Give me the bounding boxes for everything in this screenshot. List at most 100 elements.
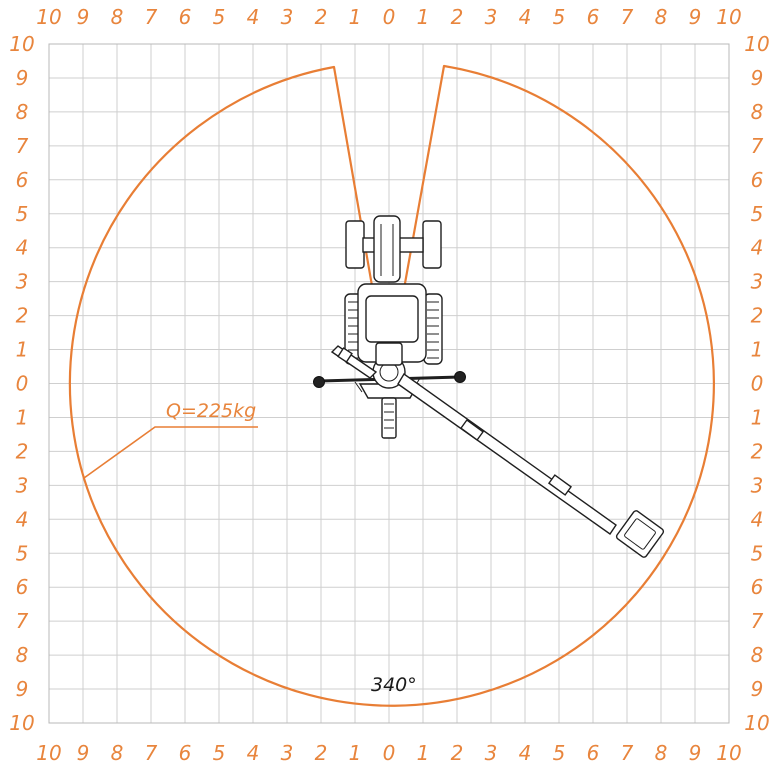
- bottom-tick-label: 0: [383, 741, 396, 765]
- counterweight-lines: [384, 403, 394, 429]
- top-tick-label: 6: [179, 5, 192, 29]
- bottom-tick-label: 10: [716, 741, 741, 765]
- right-tick-label: 8: [751, 100, 764, 124]
- top-tick-label: 5: [553, 5, 566, 29]
- bottom-tick-label: 7: [621, 741, 634, 765]
- right-tick-label: 0: [751, 372, 764, 396]
- top-tick-label: 7: [621, 5, 634, 29]
- left-tick-label: 1: [16, 405, 29, 429]
- left-tick-label: 6: [16, 168, 29, 192]
- left-tick-label: 5: [16, 541, 29, 565]
- left-tick-label: 0: [16, 372, 29, 396]
- bottom-tick-label: 10: [36, 741, 61, 765]
- right-tick-label: 7: [751, 609, 764, 633]
- load-capacity-label: Q=225kg: [166, 400, 256, 422]
- left-tick-label: 2: [16, 439, 29, 463]
- work-basket: [615, 510, 665, 558]
- left-tick-label: 3: [16, 270, 29, 294]
- bottom-tick-label: 2: [315, 741, 328, 765]
- top-tick-label: 9: [77, 5, 90, 29]
- top-tick-label: 3: [281, 5, 294, 29]
- top-tick-label: 6: [587, 5, 600, 29]
- right-tick-label: 10: [744, 32, 769, 56]
- bottom-tick-label: 9: [77, 741, 90, 765]
- left-tick-label: 9: [16, 677, 29, 701]
- right-tick-label: 8: [751, 643, 764, 667]
- left-tick-label: 4: [16, 236, 29, 260]
- right-tick-label: 2: [751, 304, 764, 328]
- front-right-wheel: [422, 220, 442, 269]
- turret-housing: [375, 342, 403, 366]
- aerial-platform-top-view: [313, 215, 665, 558]
- top-tick-label: 0: [383, 5, 396, 29]
- bottom-tick-label: 5: [553, 741, 566, 765]
- left-tick-label: 8: [16, 643, 29, 667]
- hood-lines: [380, 224, 394, 276]
- top-tick-label: 2: [315, 5, 328, 29]
- top-tick-label: 4: [247, 5, 260, 29]
- left-outrigger-pad: [313, 376, 325, 388]
- right-tick-label: 9: [751, 677, 764, 701]
- left-tick-label: 2: [16, 304, 29, 328]
- left-tick-label: 8: [16, 100, 29, 124]
- left-track-treads: [348, 301, 360, 359]
- rear-right-track: [423, 293, 443, 365]
- top-tick-label: 2: [451, 5, 464, 29]
- right-tick-label: 5: [751, 541, 764, 565]
- right-tick-label: 5: [751, 202, 764, 226]
- bottom-tick-label: 5: [213, 741, 226, 765]
- bottom-tick-label: 8: [111, 741, 124, 765]
- left-tick-label: 10: [9, 32, 34, 56]
- left-tick-label: 4: [16, 507, 29, 531]
- top-tick-label: 3: [485, 5, 498, 29]
- left-tick-label: 7: [16, 134, 29, 158]
- top-tick-label: 4: [519, 5, 532, 29]
- top-tick-label: 1: [417, 5, 430, 29]
- bottom-tick-label: 6: [587, 741, 600, 765]
- right-tick-label: 6: [751, 575, 764, 599]
- telescopic-boom: [397, 372, 665, 558]
- top-tick-label: 5: [213, 5, 226, 29]
- left-tick-label: 5: [16, 202, 29, 226]
- bottom-tick-label: 4: [247, 741, 260, 765]
- right-track-treads: [427, 301, 439, 359]
- rotation-angle-label: 340°: [371, 674, 417, 696]
- bottom-tick-label: 6: [179, 741, 192, 765]
- grid-frame: [48, 43, 730, 724]
- top-tick-label: 10: [36, 5, 61, 29]
- top-tick-label: 10: [716, 5, 741, 29]
- right-tick-label: 3: [751, 473, 764, 497]
- left-tick-label: 10: [9, 711, 34, 735]
- jib-joint: [337, 347, 353, 363]
- right-tick-label: 6: [751, 168, 764, 192]
- bottom-tick-label: 7: [145, 741, 158, 765]
- front-left-wheel: [345, 220, 365, 269]
- load-leader-line: [83, 426, 258, 479]
- right-tick-label: 3: [751, 270, 764, 294]
- bottom-tick-label: 9: [689, 741, 702, 765]
- right-tick-label: 4: [751, 236, 764, 260]
- left-tick-label: 1: [16, 338, 29, 362]
- boom-section-joint-1: [459, 419, 485, 441]
- right-tick-label: 1: [751, 405, 764, 429]
- engine-cover: [365, 295, 419, 343]
- bottom-tick-label: 8: [655, 741, 668, 765]
- top-tick-label: 8: [655, 5, 668, 29]
- right-tick-label: 4: [751, 507, 764, 531]
- boom-main-section: [397, 372, 617, 535]
- grid: [48, 43, 730, 724]
- left-tick-label: 7: [16, 609, 29, 633]
- top-tick-label: 8: [111, 5, 124, 29]
- bottom-tick-label: 2: [451, 741, 464, 765]
- bottom-tick-label: 1: [417, 741, 430, 765]
- right-tick-label: 7: [751, 134, 764, 158]
- left-tick-label: 6: [16, 575, 29, 599]
- left-tick-label: 9: [16, 66, 29, 90]
- working-envelope-outline: [68, 64, 715, 707]
- bottom-tick-label: 4: [519, 741, 532, 765]
- bottom-tick-label: 1: [349, 741, 362, 765]
- right-outrigger-pad: [454, 371, 466, 383]
- top-tick-label: 9: [689, 5, 702, 29]
